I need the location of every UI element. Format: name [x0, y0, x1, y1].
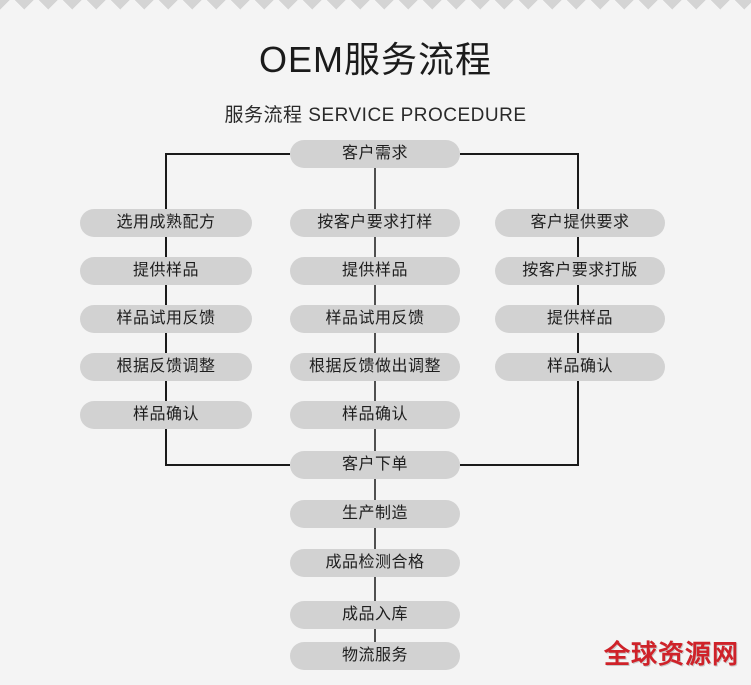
flow-node-mid-1[interactable]: 按客户要求打样	[290, 209, 460, 237]
flow-node-left-4[interactable]: 根据反馈调整	[80, 353, 252, 381]
flow-node-right-1[interactable]: 客户提供要求	[495, 209, 665, 237]
flow-node-mid-5[interactable]: 样品确认	[290, 401, 460, 429]
flow-node-right-4[interactable]: 样品确认	[495, 353, 665, 381]
flow-node-mid-3[interactable]: 样品试用反馈	[290, 305, 460, 333]
top-scallop-decoration	[0, 0, 751, 14]
flow-node-tail-2[interactable]: 成品检测合格	[290, 549, 460, 577]
flow-node-left-2[interactable]: 提供样品	[80, 257, 252, 285]
flow-node-tail-4[interactable]: 物流服务	[290, 642, 460, 670]
flow-node-right-3[interactable]: 提供样品	[495, 305, 665, 333]
flow-node-left-1[interactable]: 选用成熟配方	[80, 209, 252, 237]
flow-node-merge[interactable]: 客户下单	[290, 451, 460, 479]
flow-node-left-5[interactable]: 样品确认	[80, 401, 252, 429]
flow-node-tail-3[interactable]: 成品入库	[290, 601, 460, 629]
page-subtitle: 服务流程 SERVICE PROCEDURE	[224, 105, 527, 126]
flow-node-mid-4[interactable]: 根据反馈做出调整	[290, 353, 460, 381]
flow-node-tail-1[interactable]: 生产制造	[290, 500, 460, 528]
flow-node-start[interactable]: 客户需求	[290, 140, 460, 168]
site-watermark: 全球资源网	[603, 639, 739, 669]
flow-node-mid-2[interactable]: 提供样品	[290, 257, 460, 285]
flow-node-right-2[interactable]: 按客户要求打版	[495, 257, 665, 285]
page-title: OEM服务流程	[258, 39, 492, 80]
flow-node-left-3[interactable]: 样品试用反馈	[80, 305, 252, 333]
